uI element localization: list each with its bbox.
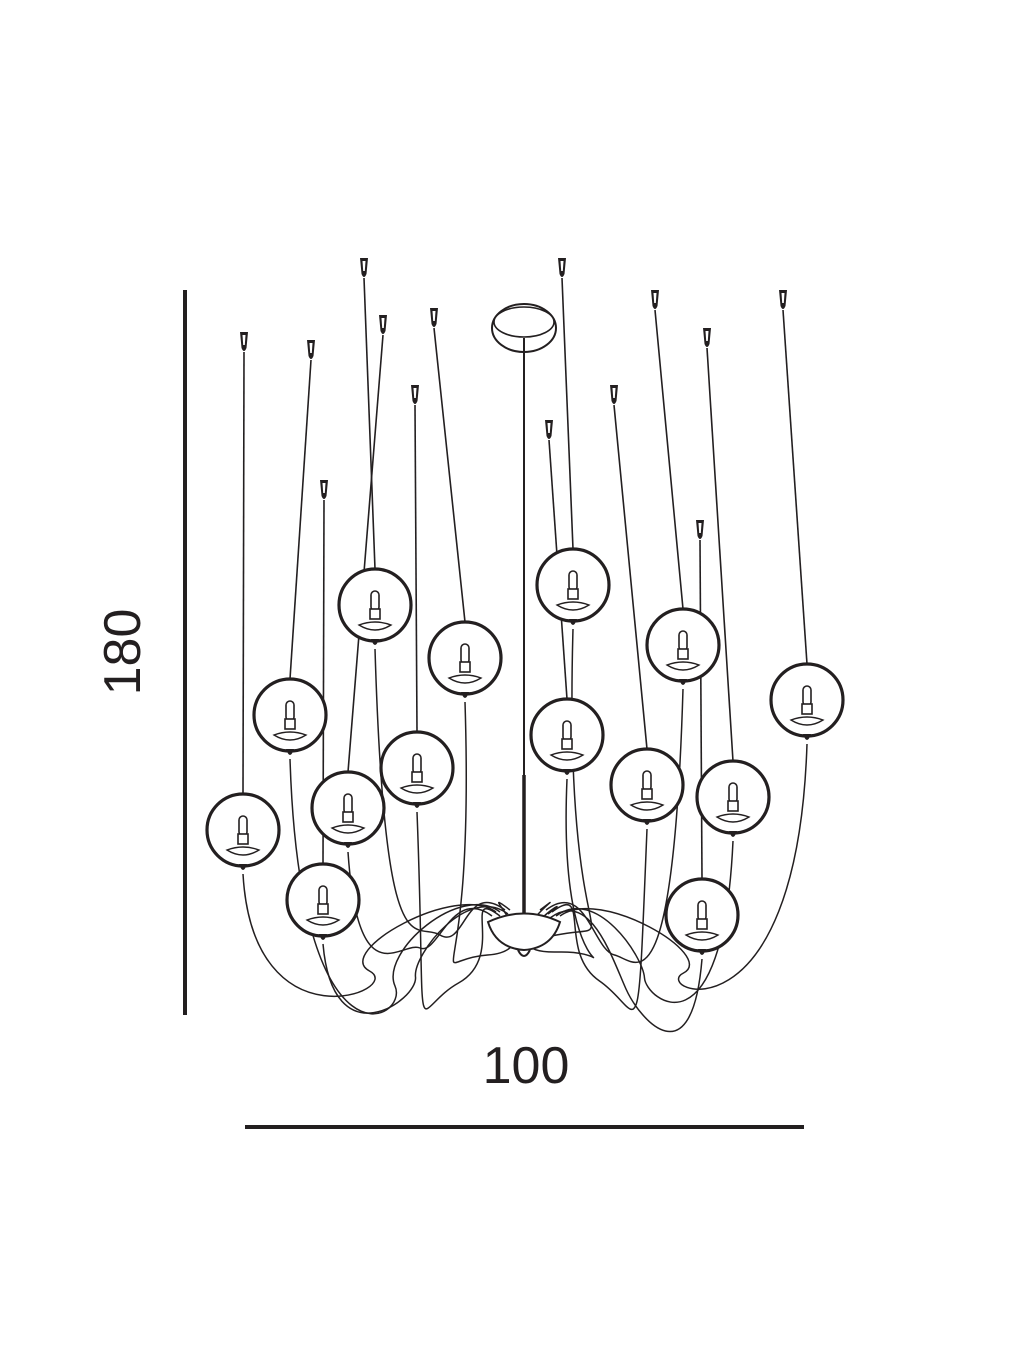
- globe-lamp: [695, 759, 771, 837]
- suspension-wire: [433, 327, 466, 623]
- ceiling-anchor-icon: [320, 480, 328, 499]
- power-cable: [527, 628, 593, 938]
- central-hub: [486, 912, 562, 957]
- power-cable: [374, 648, 506, 938]
- ceiling-canopy: [491, 303, 557, 353]
- globe-lamp: [645, 607, 721, 685]
- ceiling-anchor-icon: [430, 308, 438, 327]
- globe-lamp: [285, 862, 361, 940]
- globe-lamp: [310, 770, 386, 848]
- globe-lamp: [379, 730, 455, 808]
- globe-lamp: [769, 662, 845, 740]
- ceiling-anchor-icon: [360, 258, 368, 277]
- lamp-cables: [242, 628, 808, 1033]
- globe-lamp: [529, 697, 605, 775]
- height-dimension-label: 180: [94, 609, 152, 696]
- suspension-wire: [289, 359, 312, 680]
- ceiling-anchor-icon: [545, 420, 553, 439]
- ceiling-anchor-icon: [779, 290, 787, 309]
- ceiling-anchor-icon: [379, 315, 387, 334]
- globe-lamp: [252, 677, 328, 755]
- globe-lamp: [337, 567, 413, 645]
- suspension-wire: [242, 351, 245, 795]
- ceiling-anchor-icon: [411, 385, 419, 404]
- suspension-wire: [613, 404, 648, 750]
- ceiling-anchor-icon: [703, 328, 711, 347]
- globe-lamp: [664, 877, 740, 955]
- suspension-wire: [782, 309, 808, 665]
- globe-lamps: [205, 547, 845, 955]
- ceiling-anchor-icon: [651, 290, 659, 309]
- power-cable: [559, 743, 808, 990]
- suspension-wire: [414, 404, 418, 733]
- ceiling-anchor-icon: [307, 340, 315, 359]
- ceiling-anchors: [240, 258, 808, 880]
- power-cable: [289, 758, 501, 1015]
- ceiling-anchor-icon: [558, 258, 566, 277]
- globe-lamp: [205, 792, 281, 870]
- power-cable: [242, 873, 497, 998]
- ceiling-anchor-icon: [240, 332, 248, 351]
- power-cable: [549, 910, 703, 1033]
- globe-lamp: [535, 547, 611, 625]
- suspension-wire: [654, 309, 684, 610]
- power-cable: [322, 905, 509, 1014]
- power-cable: [526, 778, 595, 959]
- power-cable: [452, 701, 516, 964]
- ceiling-anchor-icon: [610, 385, 618, 404]
- width-dimension-label: 100: [483, 1037, 570, 1095]
- power-cable: [555, 840, 734, 1004]
- globe-lamp: [609, 747, 685, 825]
- suspension-wire: [561, 277, 574, 550]
- power-cable: [545, 688, 684, 964]
- power-cable: [416, 811, 501, 1010]
- suspension-wire: [706, 347, 734, 762]
- globe-lamp: [427, 620, 503, 698]
- suspension-wire: [699, 539, 703, 880]
- ceiling-anchor-icon: [696, 520, 704, 539]
- power-cable: [347, 851, 493, 955]
- suspension-wire: [347, 334, 384, 773]
- suspension-wire: [363, 277, 376, 570]
